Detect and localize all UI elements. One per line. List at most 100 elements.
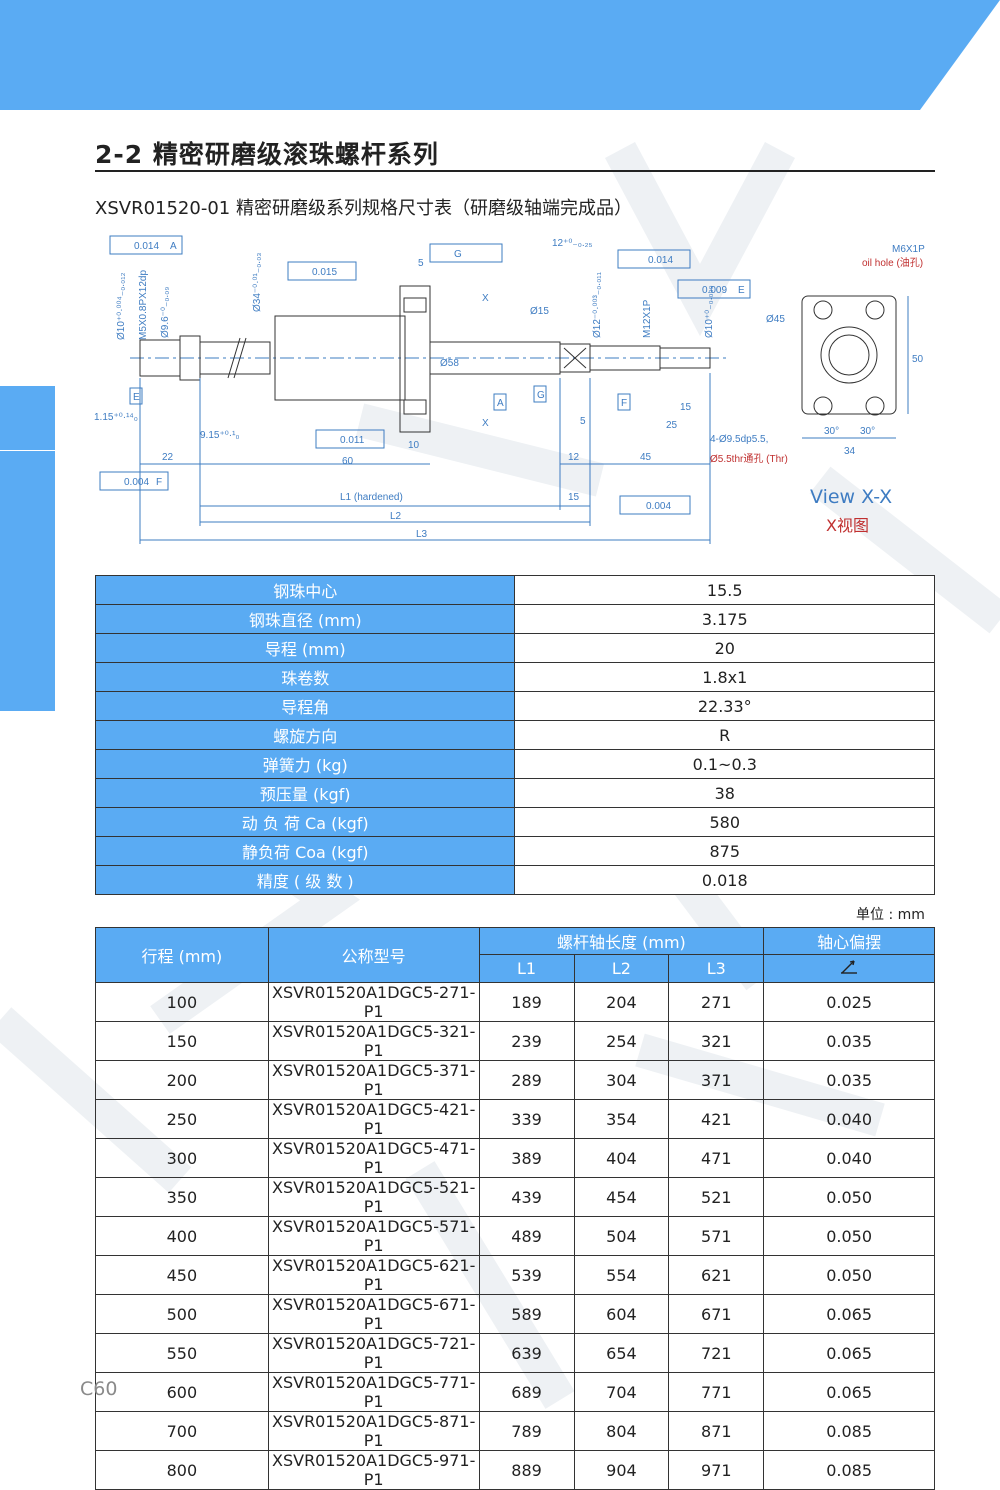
stroke-cell: 100 (95, 982, 269, 1022)
tol-frame-e-009: 0.009 (702, 285, 727, 296)
tol-frame-015: 0.015 (312, 267, 337, 278)
view-x-x-title: View X-X (810, 486, 893, 508)
view-x-x-subtitle: X视图 (826, 516, 869, 535)
spec-value: 0.018 (514, 865, 935, 895)
l3-cell: 571 (668, 1216, 765, 1256)
section-mark-x-bottom: X (482, 418, 489, 429)
l2-cell: 804 (573, 1411, 670, 1451)
runout-cell: 0.025 (763, 982, 935, 1022)
runout-cell: 0.035 (763, 1060, 935, 1100)
stroke-cell: 250 (95, 1099, 269, 1139)
stroke-cell: 200 (95, 1060, 269, 1100)
datum-e-mark: E (133, 392, 140, 403)
model-cell: XSVR01520A1DGC5-721-P1 (267, 1333, 480, 1373)
dim-60: 60 (342, 456, 354, 467)
dim-1-15: 1.15⁺⁰·¹⁴₀ (94, 412, 138, 423)
stroke-cell: 800 (95, 1450, 269, 1490)
dim-10: 10 (408, 440, 420, 451)
l1-cell: 639 (478, 1333, 575, 1373)
spec-row: 动 负 荷 Ca (kgf)580 (94, 807, 935, 837)
runout-symbol-icon (763, 954, 935, 983)
spec-row: 导程 (mm)20 (94, 633, 935, 663)
l3-cell: 871 (668, 1411, 765, 1451)
runout-cell: 0.085 (763, 1411, 935, 1451)
runout-cell: 0.065 (763, 1294, 935, 1334)
spec-label: 珠卷数 (94, 662, 516, 692)
stroke-cell: 500 (95, 1294, 269, 1334)
runout-cell: 0.040 (763, 1099, 935, 1139)
dim-phi12: Ø12⁻⁰·⁰⁰³₋₀.₀₁₁ (592, 271, 603, 338)
header-model: 公称型号 (267, 927, 480, 983)
spec-value: 875 (514, 836, 935, 866)
l3-cell: 271 (668, 982, 765, 1022)
spec-value: 22.33° (514, 691, 935, 721)
model-cell: XSVR01520A1DGC5-971-P1 (267, 1450, 480, 1490)
dim-22: 22 (162, 452, 174, 463)
l1-cell: 489 (478, 1216, 575, 1256)
dim-phi10-left: Ø10⁺⁰·⁰⁰⁴₋₀.₀₁₂ (116, 272, 127, 340)
spec-label: 导程角 (94, 691, 516, 721)
model-cell: XSVR01520A1DGC5-571-P1 (267, 1216, 480, 1256)
runout-cell: 0.035 (763, 1021, 935, 1061)
dim-phi9-6: Ø9.6⁻⁰₋₀.₀₉ (160, 287, 171, 338)
dim-l3: L3 (416, 529, 428, 540)
model-cell: XSVR01520A1DGC5-321-P1 (267, 1021, 480, 1061)
angle-30-left: 30° (824, 426, 839, 437)
header-l3: L3 (668, 954, 765, 983)
runout-cell: 0.050 (763, 1177, 935, 1217)
l1-cell: 289 (478, 1060, 575, 1100)
page-number: C60 (80, 1378, 118, 1400)
datum-f-mark: F (621, 398, 627, 409)
l1-cell: 889 (478, 1450, 575, 1490)
spec-value: 1.8x1 (514, 662, 935, 692)
l2-cell: 454 (573, 1177, 670, 1217)
spec-value: R (514, 720, 935, 750)
spec-label: 导程 (mm) (94, 633, 516, 663)
dim-9-15: 9.15⁺⁰·¹₀ (200, 430, 240, 441)
model-cell: XSVR01520A1DGC5-521-P1 (267, 1177, 480, 1217)
l3-cell: 621 (668, 1255, 765, 1295)
l2-cell: 654 (573, 1333, 670, 1373)
header-band (0, 0, 1000, 110)
l3-cell: 471 (668, 1138, 765, 1178)
header-stroke: 行程 (mm) (95, 927, 269, 983)
spec-value: 0.1~0.3 (514, 749, 935, 779)
holes-note-1: 4-Ø9.5dp5.5, (710, 434, 768, 445)
stroke-cell: 450 (95, 1255, 269, 1295)
l3-cell: 521 (668, 1177, 765, 1217)
spec-value: 20 (514, 633, 935, 663)
l1-cell: 539 (478, 1255, 575, 1295)
spec-label: 弹簧力 (kg) (94, 749, 516, 779)
model-cell: XSVR01520A1DGC5-871-P1 (267, 1411, 480, 1451)
dim-34: 34 (844, 446, 856, 457)
spec-row: 静负荷 Coa (kgf)875 (94, 836, 935, 866)
datum-label: A (170, 241, 177, 252)
l3-cell: 771 (668, 1372, 765, 1412)
spec-row: 精度 ( 级 数 )0.018 (94, 865, 935, 895)
model-cell: XSVR01520A1DGC5-271-P1 (267, 982, 480, 1022)
l1-cell: 689 (478, 1372, 575, 1412)
dim-phi15: Ø15 (530, 306, 549, 317)
dim-50: 50 (912, 354, 924, 365)
spec-label: 钢珠中心 (94, 575, 516, 605)
stroke-cell: 550 (95, 1333, 269, 1373)
l1-cell: 589 (478, 1294, 575, 1334)
header-runout: 轴心偏摆 (763, 927, 935, 955)
dim-m5: M5X0.8PX12dp (138, 270, 149, 340)
spec-value: 38 (514, 778, 935, 808)
l3-cell: 371 (668, 1060, 765, 1100)
model-cell: XSVR01520A1DGC5-471-P1 (267, 1138, 480, 1178)
datum-e-frame: E (738, 285, 745, 296)
stroke-cell: 300 (95, 1138, 269, 1178)
l2-cell: 404 (573, 1138, 670, 1178)
